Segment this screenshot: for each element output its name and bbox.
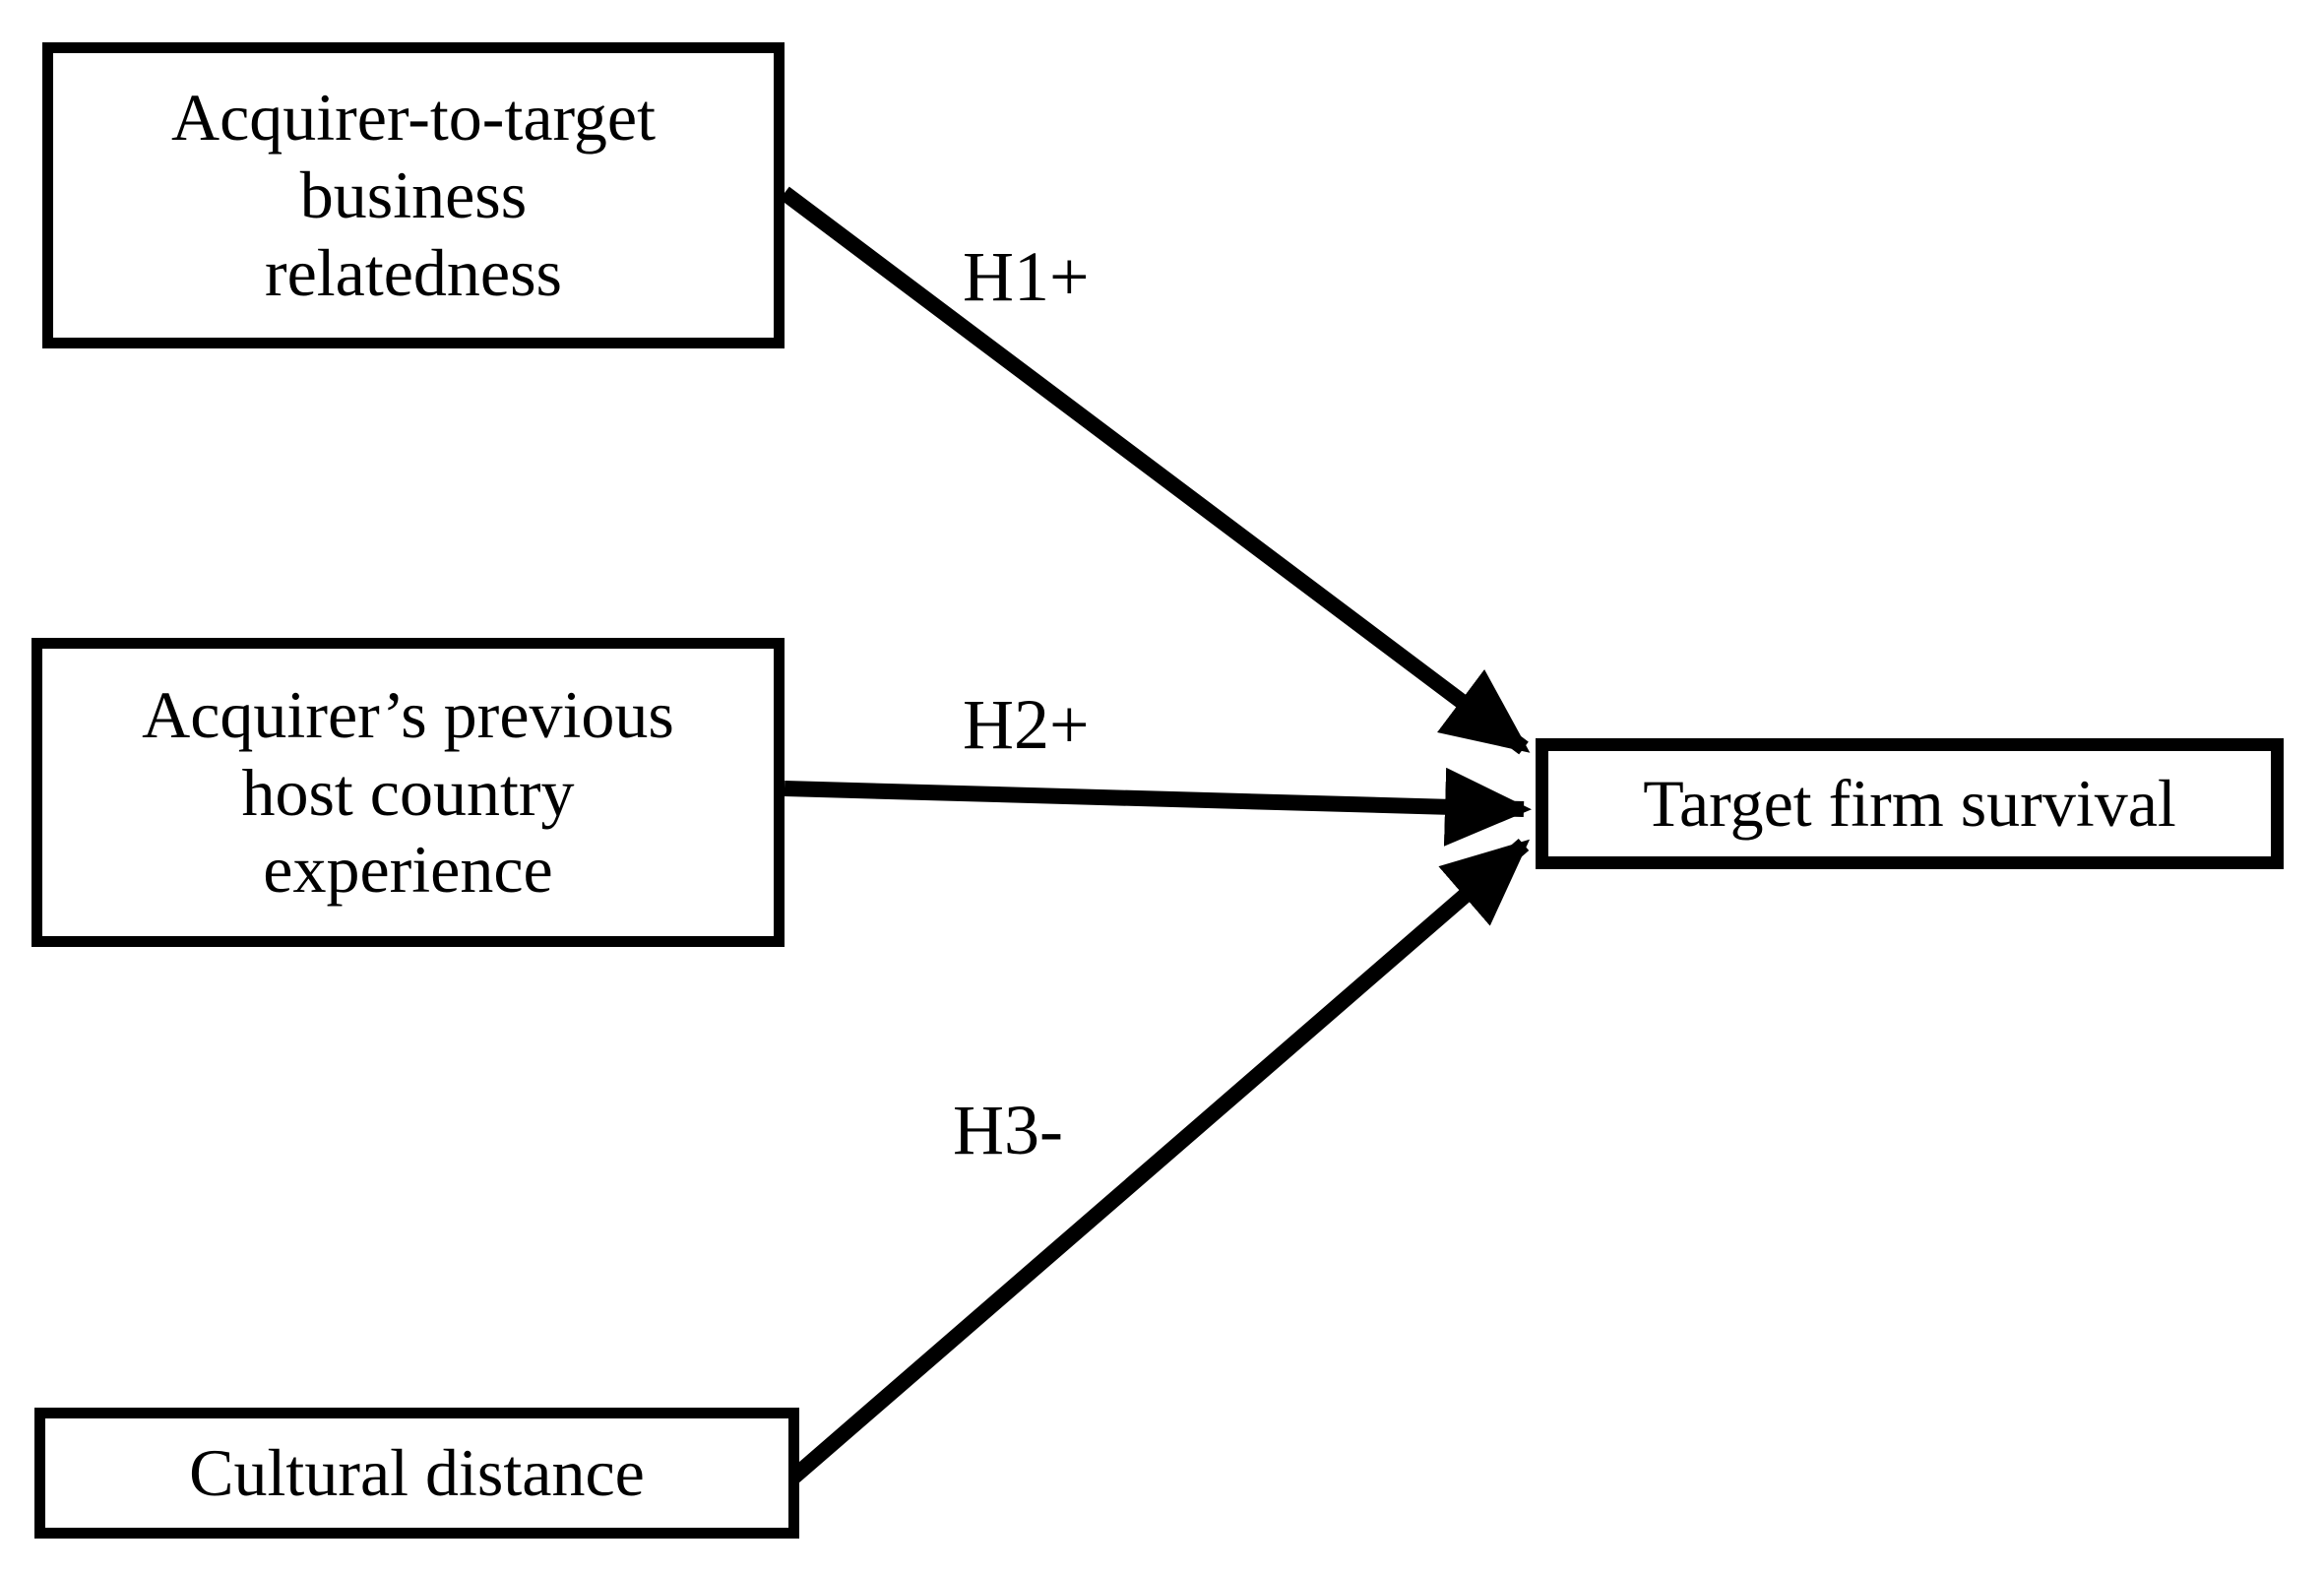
- node-cultural-distance: Cultural distance: [34, 1408, 799, 1539]
- arrow-h2: [784, 767, 1532, 847]
- arrow-h3: [788, 838, 1531, 1483]
- node-target-firm-survival: Target firm survival: [1536, 738, 2284, 869]
- edge-label-h3: H3-: [953, 1091, 1063, 1169]
- node-host-country-experience: Acquirer’s previous host country experie…: [31, 638, 785, 947]
- edge-label-h2: H2+: [963, 685, 1090, 764]
- edge-label-h1: H1+: [963, 237, 1090, 316]
- arrow-h1: [780, 186, 1531, 755]
- node-business-relatedness: Acquirer-to-target business relatedness: [42, 42, 785, 348]
